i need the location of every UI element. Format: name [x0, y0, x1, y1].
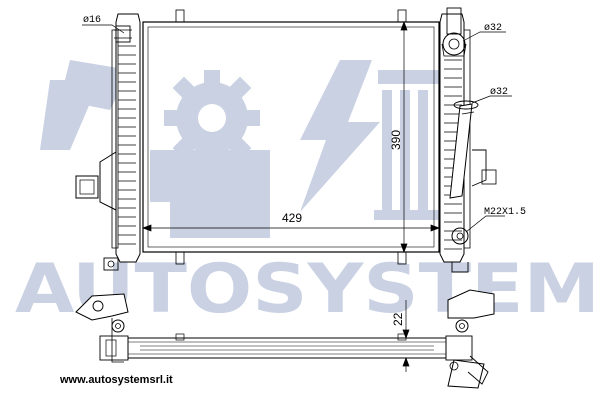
top-right-cap [441, 7, 467, 57]
radiator-front-view [75, 7, 497, 273]
callout-hose-right: ø32 [490, 87, 508, 98]
dimension-height-label: 390 [389, 130, 403, 150]
left-tank [75, 13, 141, 271]
right-tank [439, 7, 497, 273]
website-url: www.autosystemsrl.it [59, 374, 173, 386]
dimension-height [400, 21, 408, 253]
hose-right [449, 100, 479, 199]
callout-leaders [82, 24, 512, 233]
watermark-lightning-icon [300, 60, 380, 212]
dimension-width [142, 224, 440, 232]
inlet-left-fitting [115, 25, 131, 43]
watermark-fan-icon [40, 60, 130, 150]
watermark-gear-icon [150, 70, 270, 238]
watermark: AUTOSYSTEM [15, 60, 600, 329]
watermark-column-icon [374, 70, 452, 220]
radiator-core [142, 21, 440, 253]
side-right-bracket [445, 289, 495, 389]
dimension-depth [398, 300, 414, 372]
callout-inlet-left: ø16 [83, 15, 101, 26]
radiator-side-view [75, 289, 495, 389]
callout-thread: M22X1.5 [484, 207, 526, 218]
core-clips [175, 9, 407, 265]
dimension-depth-label: 22 [391, 312, 405, 326]
thread-fitting [451, 227, 469, 245]
dimension-width-label: 429 [282, 211, 302, 225]
radiator-core-inner [147, 26, 435, 248]
side-left-bracket [75, 293, 129, 363]
callout-outlet-top-right: ø32 [484, 23, 502, 34]
